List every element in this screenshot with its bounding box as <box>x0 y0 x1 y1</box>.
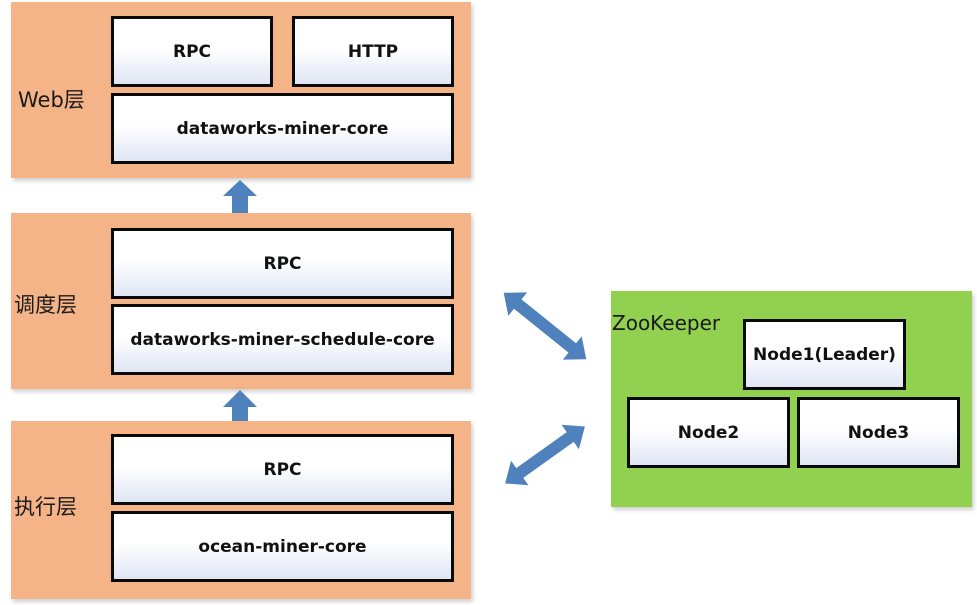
double-arrow-exec-zookeeper <box>505 424 585 486</box>
up-arrow-exec-to-schedule <box>223 390 257 421</box>
web-http-box: HTTP <box>292 16 454 87</box>
schedule-core-box: dataworks-miner-schedule-core <box>111 304 454 375</box>
schedule-rpc-box: RPC <box>111 228 454 299</box>
zookeeper-label: ZooKeeper <box>612 311 721 335</box>
exec-core-box: ocean-miner-core <box>111 511 454 582</box>
up-arrow-schedule-to-web <box>223 180 257 213</box>
web-rpc-box: RPC <box>111 16 273 87</box>
double-arrow-schedule-zookeeper <box>503 292 587 360</box>
exec-layer-label: 执行层 <box>14 495 77 519</box>
web-layer-label: Web层 <box>18 88 85 112</box>
schedule-layer-label: 调度层 <box>14 293 77 317</box>
web-core-box: dataworks-miner-core <box>111 93 454 164</box>
exec-rpc-box: RPC <box>111 434 454 505</box>
zk-node3-box: Node3 <box>797 397 960 468</box>
zk-node2-box: Node2 <box>627 397 790 468</box>
zk-node1-leader-box: Node1(Leader) <box>743 319 906 390</box>
